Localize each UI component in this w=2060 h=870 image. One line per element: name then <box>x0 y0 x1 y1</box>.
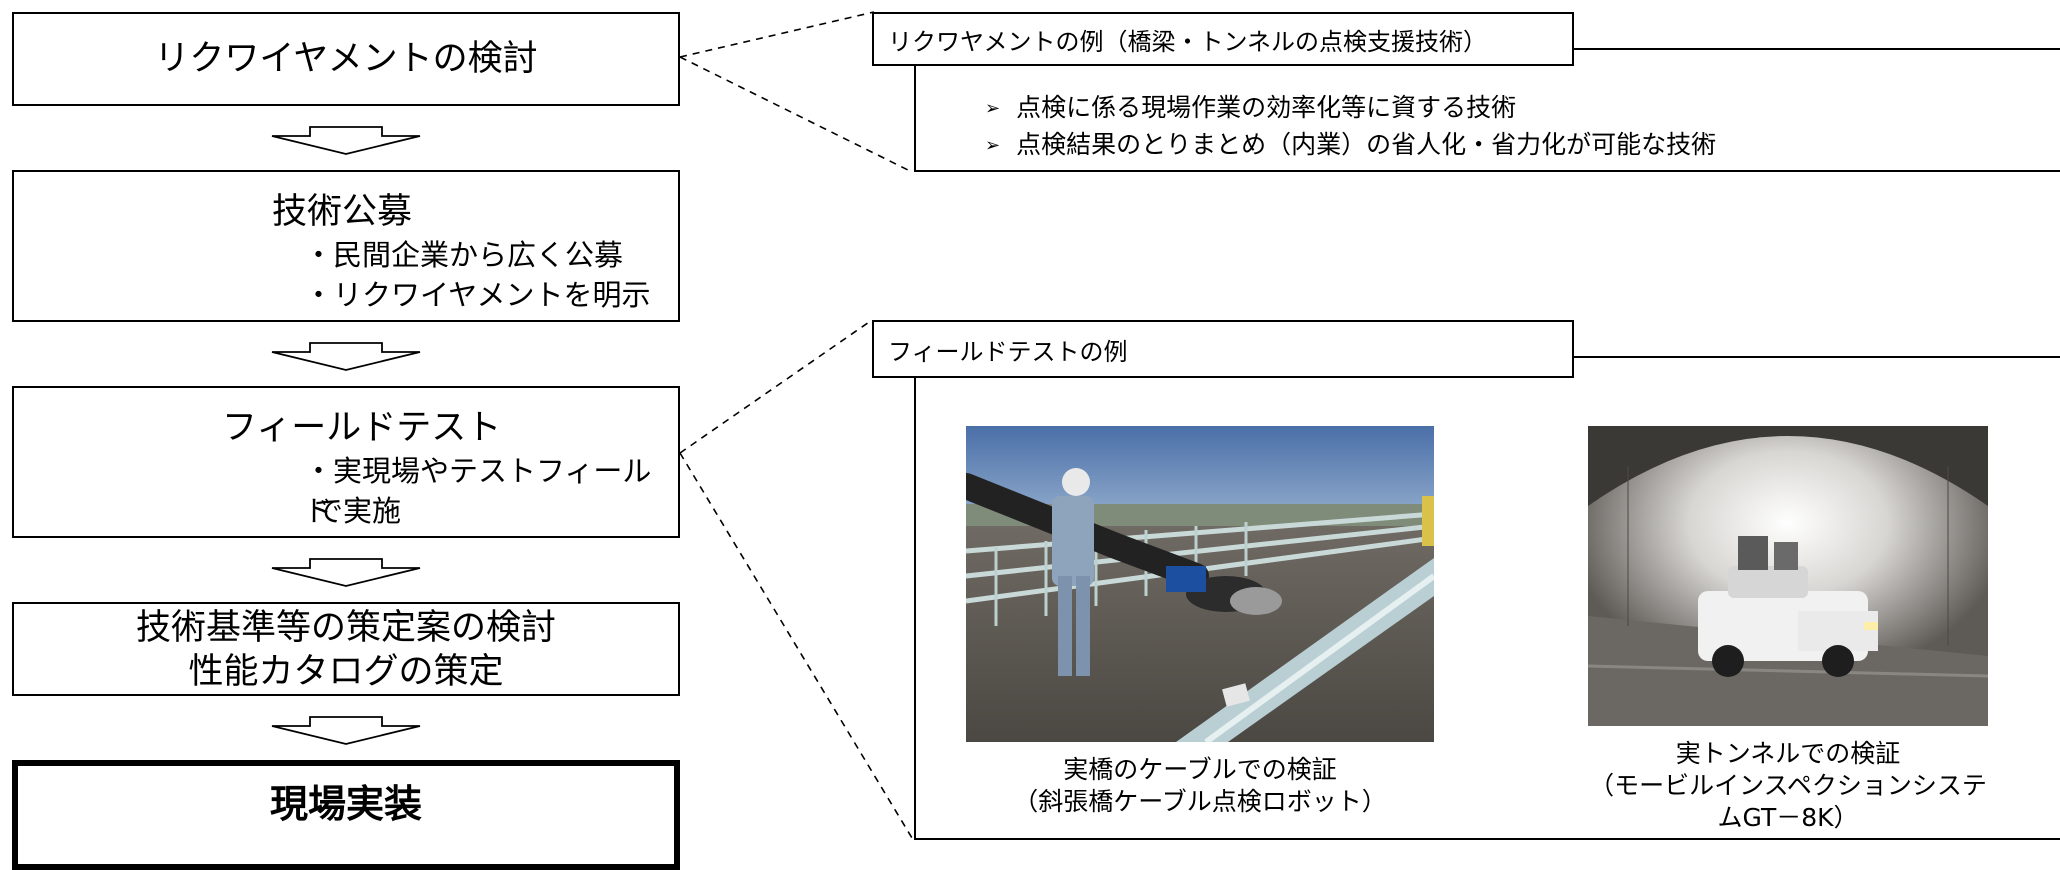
requirements-bullet-2: ➢ 点検結果のとりまとめ（内業）の省人化・省力化が可能な技術 <box>985 128 1716 163</box>
step-field-test-bullet-line1: ・実現場やテストフィールド <box>304 454 652 528</box>
step-requirements-box: リクワイヤメントの検討 <box>12 12 680 106</box>
step-public-offering-bullet-1: ・民間企業から広く公募 <box>304 238 624 272</box>
requirements-panel-tab-label: リクワヤメントの例（橋梁・トンネルの点検支援技術） <box>888 27 1488 56</box>
step-public-offering-bullet-2: ・リクワイヤメントを明示 <box>304 278 651 312</box>
requirements-panel-tab: リクワヤメントの例（橋梁・トンネルの点検支援技術） <box>872 12 1574 66</box>
field-test-panel-tab: フィールドテストの例 <box>872 320 1574 378</box>
step-field-test-box: フィールドテスト ・実現場やテストフィールド で実施 <box>12 386 680 538</box>
requirements-bullet-1-text: 点検に係る現場作業の効率化等に資する技術 <box>1016 93 1517 122</box>
down-arrow-3 <box>271 558 421 587</box>
step-standards-line1: 技術基準等の策定案の検討 <box>135 608 556 648</box>
step-public-offering-box: 技術公募 ・民間企業から広く公募 ・リクワイヤメントを明示 <box>12 170 680 322</box>
requirements-bullet-1: ➢ 点検に係る現場作業の効率化等に資する技術 <box>985 91 1516 126</box>
tunnel-photo-caption-line3: ムGT－8K） <box>1717 803 1859 832</box>
tunnel-photo-caption-line2: （モービルインスペクションシステ <box>1589 771 1987 800</box>
bridge-photo-caption-line1: 実橋のケーブルでの検証 <box>1063 755 1337 784</box>
field-test-panel-rule <box>1574 356 2060 358</box>
field-test-panel <box>914 356 2060 840</box>
requirements-panel-rule <box>1574 48 2060 50</box>
connector-top-upper <box>679 11 875 58</box>
bridge-cable-photo <box>966 426 1434 742</box>
connector-lines <box>679 11 913 839</box>
step-implementation-box: 現場実装 <box>12 760 680 870</box>
connector-field-lower <box>679 452 913 839</box>
down-arrow-4 <box>271 716 421 745</box>
down-arrow-1 <box>271 126 421 155</box>
requirements-bullet-2-text: 点検結果のとりまとめ（内業）の省人化・省力化が可能な技術 <box>1016 130 1717 159</box>
step-public-offering-title: 技術公募 <box>272 192 413 232</box>
connector-top-lower <box>679 56 913 173</box>
tunnel-inspection-photo <box>1588 426 1988 726</box>
field-test-panel-tab-label: フィールドテストの例 <box>888 337 1128 366</box>
arrow-bullet-icon: ➢ <box>985 135 1001 156</box>
step-field-test-title: フィールドテスト <box>222 408 502 448</box>
step-standards-box: 技術基準等の策定案の検討 性能カタログの策定 <box>12 602 680 696</box>
step-requirements-title: リクワイヤメントの検討 <box>154 39 538 79</box>
arrow-bullet-icon: ➢ <box>985 98 1001 119</box>
requirements-panel <box>914 48 2060 172</box>
bridge-photo-caption-line2: （斜張橋ケーブル点検ロボット） <box>1013 787 1387 816</box>
step-field-test-bullet-line2: で実施 <box>314 494 402 528</box>
tunnel-photo-caption-line1: 実トンネルでの検証 <box>1675 739 1901 768</box>
step-implementation-title: 現場実装 <box>269 782 422 826</box>
connector-field-upper <box>679 319 873 454</box>
down-arrow-2 <box>271 342 421 371</box>
step-standards-line2: 性能カタログの策定 <box>188 652 504 692</box>
